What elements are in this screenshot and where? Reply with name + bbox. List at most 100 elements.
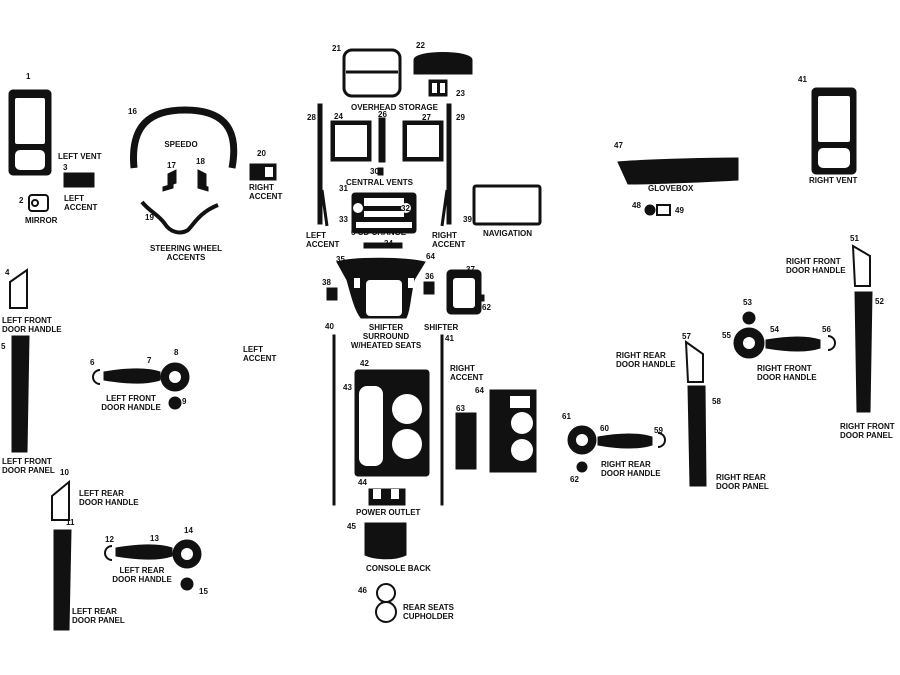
part-number-42: 42 [360, 359, 369, 368]
rr-handle-part-57 [684, 339, 704, 383]
right-vent-part [811, 87, 857, 175]
part-number-2: 2 [19, 196, 24, 205]
steering-wheel-accent-19 [140, 200, 219, 235]
left-pillar-28 [317, 103, 323, 225]
overhead-part-22 [413, 52, 473, 75]
console-cupholder-42-43 [354, 369, 430, 477]
part-number-64: 64 [426, 252, 435, 261]
part-number-12: 12 [105, 535, 114, 544]
power-outlet-part [368, 488, 406, 506]
part-number-29: 29 [456, 113, 465, 122]
part-number-9: 9 [182, 397, 187, 406]
console-side-63 [455, 412, 477, 470]
right-accent-part-20 [249, 163, 277, 181]
part-number-49: 49 [675, 206, 684, 215]
part-number-22: 22 [416, 41, 425, 50]
label-console-back: CONSOLE BACK [366, 564, 431, 573]
part-number-51: 51 [850, 234, 859, 243]
part-number-62: 62 [482, 303, 491, 312]
left-accent-part-3 [63, 172, 95, 188]
part-number-45: 45 [347, 522, 356, 531]
lf-handle-parts-6-8 [92, 362, 190, 392]
part-number-44: 44 [358, 478, 367, 487]
shifter-part-37 [446, 269, 482, 315]
part-number-27: 27 [422, 113, 431, 122]
part-number-54: 54 [770, 325, 779, 334]
rf-panel-part-52 [854, 291, 873, 413]
label-cd-change: 6 CD CHANGE [351, 228, 407, 237]
part-number-41: 41 [445, 334, 454, 343]
part-number-39: 39 [463, 215, 472, 224]
lr-panel-part-11 [53, 529, 72, 631]
part-number-56: 56 [822, 325, 831, 334]
part-number-26: 26 [378, 110, 387, 119]
radio-strip-34 [363, 242, 403, 249]
label-speedo: SPEEDO [164, 140, 198, 149]
part-number-21: 21 [332, 44, 341, 53]
left-accent-mid-part [320, 189, 329, 227]
rr-part-62 [576, 461, 588, 473]
part-number-35: 35 [336, 255, 345, 264]
part-number-63: 63 [456, 404, 465, 413]
central-vent-right-27 [402, 120, 444, 162]
mirror-part [28, 194, 49, 212]
rr-panel-part-58 [687, 385, 707, 487]
part-number-17: 17 [167, 161, 176, 170]
label-navigation: NAVIGATION [483, 229, 533, 238]
part-number-6: 6 [90, 358, 95, 367]
overhead-storage-part [342, 48, 402, 98]
part-number-8: 8 [174, 348, 179, 357]
steering-accents-17-18 [162, 169, 209, 192]
lr-handle-part-10 [51, 479, 70, 521]
rf-handle-parts-54-56 [733, 327, 836, 359]
label-mirror: MIRROR [25, 216, 58, 225]
cd-changer-bezel [351, 192, 417, 234]
center-strip-26 [378, 117, 386, 163]
part-number-5: 5 [1, 342, 6, 351]
side-button-36 [423, 281, 435, 295]
part-number-1: 1 [26, 72, 31, 81]
label-overhead: OVERHEAD STORAGE [351, 103, 438, 112]
part-number-18: 18 [196, 157, 205, 166]
right-accent-low-part [440, 334, 444, 506]
overhead-part-23 [428, 79, 448, 97]
part-number-28: 28 [307, 113, 316, 122]
part-number-37: 37 [466, 265, 475, 274]
part-number-40: 40 [325, 322, 334, 331]
part-number-47: 47 [614, 141, 623, 150]
part-number-57: 57 [682, 332, 691, 341]
label-right-vent: RIGHT VENT [809, 176, 858, 185]
part-number-36: 36 [425, 272, 434, 281]
lf-handle-part-4 [9, 268, 28, 309]
part-number-55: 55 [722, 331, 731, 340]
part-number-3: 3 [63, 163, 68, 172]
part-number-64: 64 [475, 386, 484, 395]
part-number-48: 48 [632, 201, 641, 210]
part-number-43: 43 [343, 383, 352, 392]
label-glovebox: GLOVEBOX [648, 184, 694, 193]
part-number-30: 30 [370, 167, 379, 176]
shifter-surround-part [336, 257, 426, 319]
console-part-64 [489, 389, 537, 473]
part-number-7: 7 [147, 356, 152, 365]
lf-panel-part-5 [11, 335, 30, 453]
rear-cupholder-part [375, 583, 397, 623]
glovebox-buttons-48-49 [644, 204, 671, 216]
glovebox-part [617, 157, 739, 185]
part-number-23: 23 [456, 89, 465, 98]
part-number-41: 41 [798, 75, 807, 84]
